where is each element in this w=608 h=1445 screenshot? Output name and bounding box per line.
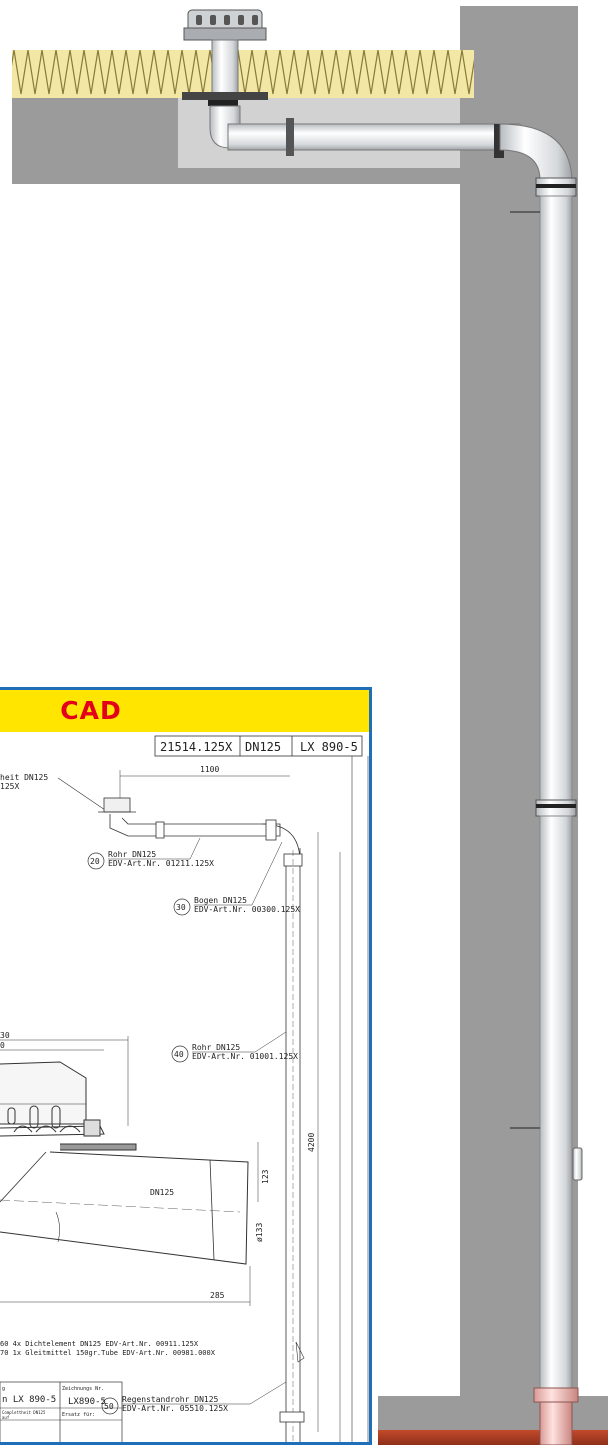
roof-insulation-pattern <box>12 50 474 98</box>
footer-name-value: n LX 890-5 <box>2 1395 56 1405</box>
cad-pipe-sketch <box>98 797 305 1442</box>
floor-slab <box>378 1430 608 1445</box>
detail-dn-label: DN125 <box>150 1188 174 1197</box>
footer-drawing-number: LX890-5 <box>68 1397 106 1407</box>
dim-top-length: 1100 <box>200 765 219 774</box>
part20-pos: 20 <box>90 857 100 866</box>
article-number: 21514.125X <box>160 740 233 754</box>
part30-name: Bogen DN125 <box>194 896 247 905</box>
cad-drawing-panel: CAD 21514.125X DN125 LX 890-5 heit DN125… <box>0 687 372 1445</box>
footer-replace-label: Ersatz für: <box>62 1412 95 1418</box>
vertical-pipe-icon <box>510 177 583 1445</box>
footer-drawing-label: Zeichnungs Nr. <box>62 1386 104 1392</box>
part50-name: Regenstandrohr DN125 <box>122 1395 219 1404</box>
part20-art: EDV-Art.Nr. 01211.125X <box>108 859 214 868</box>
dim-detail-diameter: ø133 <box>255 1223 264 1242</box>
footer-unit-note-2: auf <box>2 1415 10 1420</box>
horizontal-pipe-icon <box>209 105 573 181</box>
dimension-label: DN125 <box>245 740 281 754</box>
part10-art: 125X <box>0 782 19 791</box>
note-line-2: 70 1x Gleitmittel 150gr.Tube EDV-Art.Nr.… <box>0 1349 216 1357</box>
title-block: 21514.125X DN125 LX 890-5 <box>154 735 369 1442</box>
part20-name: Rohr DN125 <box>108 850 156 859</box>
dim-detail-width-2: 0 <box>0 1041 5 1050</box>
part50-pos: 50 <box>104 1402 114 1411</box>
cad-title: CAD <box>60 696 122 725</box>
part30-art: EDV-Art.Nr. 00300.125X <box>194 905 300 914</box>
part50-art: EDV-Art.Nr. 05510.125X <box>122 1404 228 1413</box>
dim-detail-width-1: 30 <box>0 1031 10 1040</box>
part40-art: EDV-Art.Nr. 01001.125X <box>192 1052 298 1061</box>
part40-pos: 40 <box>174 1050 184 1059</box>
footer-name-label: g <box>2 1386 5 1392</box>
roof-drain-icon <box>182 9 268 106</box>
dim-detail-height: 123 <box>261 1169 270 1184</box>
footer-unit-note: Complettheit DN125 <box>2 1410 46 1415</box>
dim-height: 4200 <box>307 1133 316 1152</box>
note-line-1: 60 4x Dichtelement DN125 EDV-Art.Nr. 009… <box>0 1340 199 1348</box>
part40-name: Rohr DN125 <box>192 1043 240 1052</box>
cad-drawing: 21514.125X DN125 LX 890-5 heit DN125 125… <box>0 735 369 1442</box>
drain-detail-sketch <box>0 1061 249 1265</box>
model-label: LX 890-5 <box>300 740 358 754</box>
part10-name: heit DN125 <box>0 773 48 782</box>
footer-block: g n LX 890-5 Zeichnungs Nr. LX890-5 Comp… <box>0 1381 123 1442</box>
dim-detail-length: 285 <box>210 1291 225 1300</box>
cad-banner: CAD <box>0 690 369 732</box>
part30-pos: 30 <box>176 903 186 912</box>
